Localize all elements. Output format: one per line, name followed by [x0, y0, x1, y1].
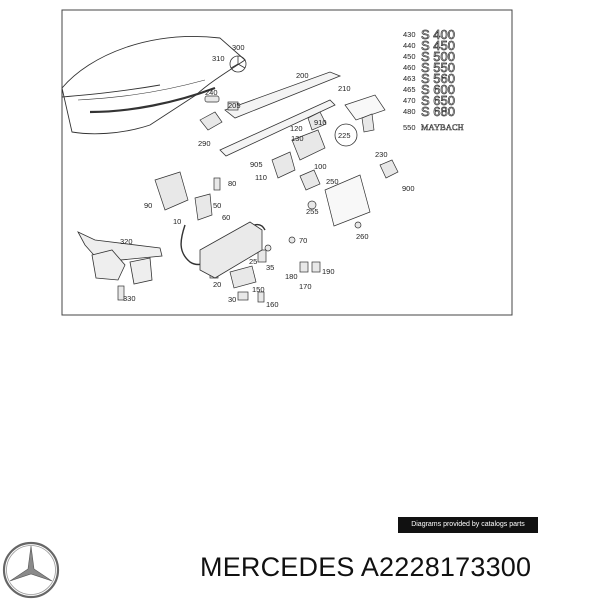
model-badge: S 550	[421, 60, 455, 75]
callout: 260	[356, 232, 369, 241]
callout: 225	[338, 131, 351, 140]
callout: 25	[249, 257, 257, 266]
callout-225-ring: 225	[334, 123, 358, 147]
model-row: 440 S 450	[403, 38, 455, 54]
callout: 905	[250, 160, 263, 169]
model-row: 470 S 650	[403, 93, 455, 109]
model-row: 550 MAYBACH	[403, 122, 464, 133]
model-badge: S 560	[421, 71, 455, 86]
callout: 190	[322, 267, 335, 276]
model-badge: S 400	[421, 27, 455, 42]
model-code: 430	[403, 30, 416, 39]
model-row: 450 S 500	[403, 49, 455, 65]
hinge-assembly	[77, 231, 163, 285]
model-row: 460 S 550	[403, 60, 455, 76]
model-code: 463	[403, 74, 416, 83]
model-code: 450	[403, 52, 416, 61]
callout: 330	[123, 294, 136, 303]
callout: 70	[299, 236, 307, 245]
callout: 160	[266, 300, 279, 309]
credit-badge: Diagrams provided by catalogs parts	[398, 517, 538, 533]
callout: 205	[228, 101, 241, 110]
callout: 120	[290, 124, 303, 133]
callout: 35	[266, 263, 274, 272]
callout: 250	[326, 177, 339, 186]
model-badge: S 500	[421, 49, 455, 64]
model-badge-list: 430 S 400 440 S 450 450 S 500 460 S 550 …	[403, 27, 464, 133]
model-row: 465 S 600	[403, 82, 455, 98]
model-code: 480	[403, 107, 416, 116]
callout-labels: 300 310 240 205 200 210 290 910 120 130 …	[120, 43, 415, 309]
mercedes-star-icon	[2, 541, 60, 599]
callout: 240	[205, 88, 218, 97]
callout: 300	[232, 43, 245, 52]
callout: 110	[255, 173, 267, 182]
callout: 30	[228, 295, 236, 304]
callout: 20	[213, 280, 221, 289]
model-badge: S 680	[421, 104, 455, 119]
model-row: 430 S 400	[403, 27, 455, 43]
callout: 255	[306, 207, 319, 216]
model-row: 463 S 560	[403, 71, 455, 87]
model-code: 470	[403, 96, 416, 105]
callout: 230	[375, 150, 388, 159]
callout: 10	[173, 217, 181, 226]
model-code: 465	[403, 85, 416, 94]
model-badge: S 650	[421, 93, 455, 108]
callout: 90	[144, 201, 152, 210]
callout: 80	[228, 179, 236, 188]
model-code: 550	[403, 123, 416, 132]
callout: 200	[296, 71, 309, 80]
callout: 130	[291, 134, 304, 143]
trunk-lid	[61, 36, 246, 135]
lock-actuator	[199, 221, 263, 279]
callout: 290	[198, 139, 211, 148]
model-badge: S 450	[421, 38, 455, 53]
callout: 900	[402, 184, 415, 193]
footer-title: MERCEDES A2228173300	[200, 552, 531, 583]
callout: 170	[299, 282, 312, 291]
part-number: A2228173300	[360, 552, 532, 582]
callout: 100	[314, 162, 327, 171]
callout: 60	[222, 213, 230, 222]
callout: 150	[252, 285, 265, 294]
trim-strip	[219, 71, 342, 157]
model-row: 480 S 680	[403, 104, 455, 120]
star-emblem-part	[229, 55, 247, 73]
callout: 210	[338, 84, 351, 93]
callout: 320	[120, 237, 133, 246]
brand-name: MERCEDES	[200, 552, 355, 582]
model-code: 440	[403, 41, 416, 50]
callout: 910	[314, 118, 327, 127]
callout: 310	[212, 54, 225, 63]
callout: 180	[285, 272, 298, 281]
model-code: 460	[403, 63, 416, 72]
model-badge: S 600	[421, 82, 455, 97]
model-badge: MAYBACH	[421, 122, 464, 132]
callout: 50	[213, 201, 221, 210]
